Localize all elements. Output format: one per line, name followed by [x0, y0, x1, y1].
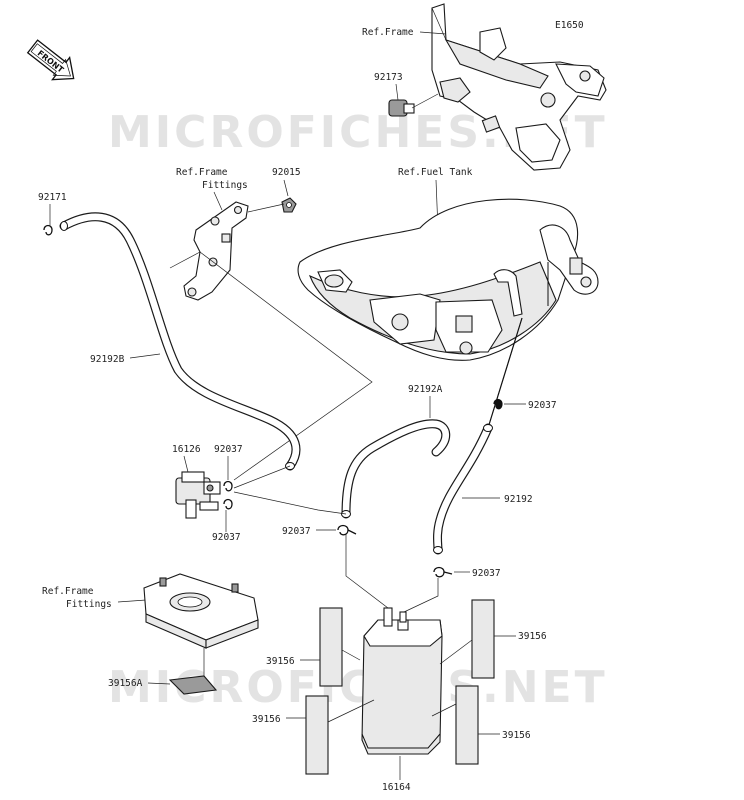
- bracket-frame-fittings: [183, 201, 249, 301]
- pad-39156-right-lower: [455, 685, 479, 765]
- pad-39156-left-lower: [305, 695, 329, 775]
- fuel-tank: [297, 198, 599, 361]
- label-92037-valve-top: 92037: [214, 444, 243, 455]
- label-ref-frame-fittings-lower-1: Ref.Frame: [42, 586, 94, 597]
- label-92037-valve-bottom: 92037: [212, 532, 241, 543]
- label-92037-right-bottom: 92037: [472, 568, 501, 579]
- label-39156A: 39156A: [108, 678, 143, 689]
- label-92173: 92173: [374, 72, 403, 83]
- label-ref-frame-fittings-upper-2: Fittings: [202, 180, 248, 191]
- label-92192A: 92192A: [408, 384, 443, 395]
- nut-92015: [281, 197, 297, 213]
- label-92037-center: 92037: [282, 526, 311, 537]
- canister-16164: [361, 607, 443, 755]
- diagram-code: E1650: [555, 20, 584, 31]
- clip-92037-right-bottom: [433, 566, 453, 578]
- label-92192B: 92192B: [90, 354, 125, 365]
- label-92192: 92192: [504, 494, 533, 505]
- label-39156-left-upper: 39156: [266, 656, 295, 667]
- hose-92192: [433, 423, 493, 555]
- pad-39156A: [168, 675, 218, 695]
- clip-92037-center: [337, 524, 357, 536]
- bracket-canister-mount: [143, 573, 259, 649]
- hose-92192A: [341, 419, 451, 519]
- label-ref-frame-fittings-upper-1: Ref.Frame: [176, 167, 228, 178]
- label-92037-right-top: 92037: [528, 400, 557, 411]
- grommet-92173: [388, 99, 415, 117]
- label-39156-left-lower: 39156: [252, 714, 281, 725]
- label-39156-right-lower: 39156: [502, 730, 531, 741]
- label-16164: 16164: [382, 782, 411, 793]
- pad-39156-left-upper: [319, 607, 343, 687]
- valve-16126: [175, 471, 221, 519]
- label-39156-right-upper: 39156: [518, 631, 547, 642]
- clip-92037-right-top: [493, 398, 503, 410]
- hose-92192B: [59, 212, 301, 471]
- frame-top-assembly: [431, 3, 607, 171]
- front-arrow-icon: FRONT: [26, 39, 75, 81]
- label-ref-frame-fittings-lower-2: Fittings: [66, 599, 112, 610]
- label-92015: 92015: [272, 167, 301, 178]
- clip-92037-valve-bottom: [223, 498, 233, 510]
- label-92171: 92171: [38, 192, 67, 203]
- clip-92037-valve-top: [223, 480, 233, 492]
- label-ref-frame-top: Ref.Frame: [362, 27, 414, 38]
- clip-92171: [43, 224, 53, 236]
- pad-39156-right-upper: [471, 599, 495, 679]
- label-16126: 16126: [172, 444, 201, 455]
- label-ref-fuel-tank: Ref.Fuel Tank: [398, 167, 473, 178]
